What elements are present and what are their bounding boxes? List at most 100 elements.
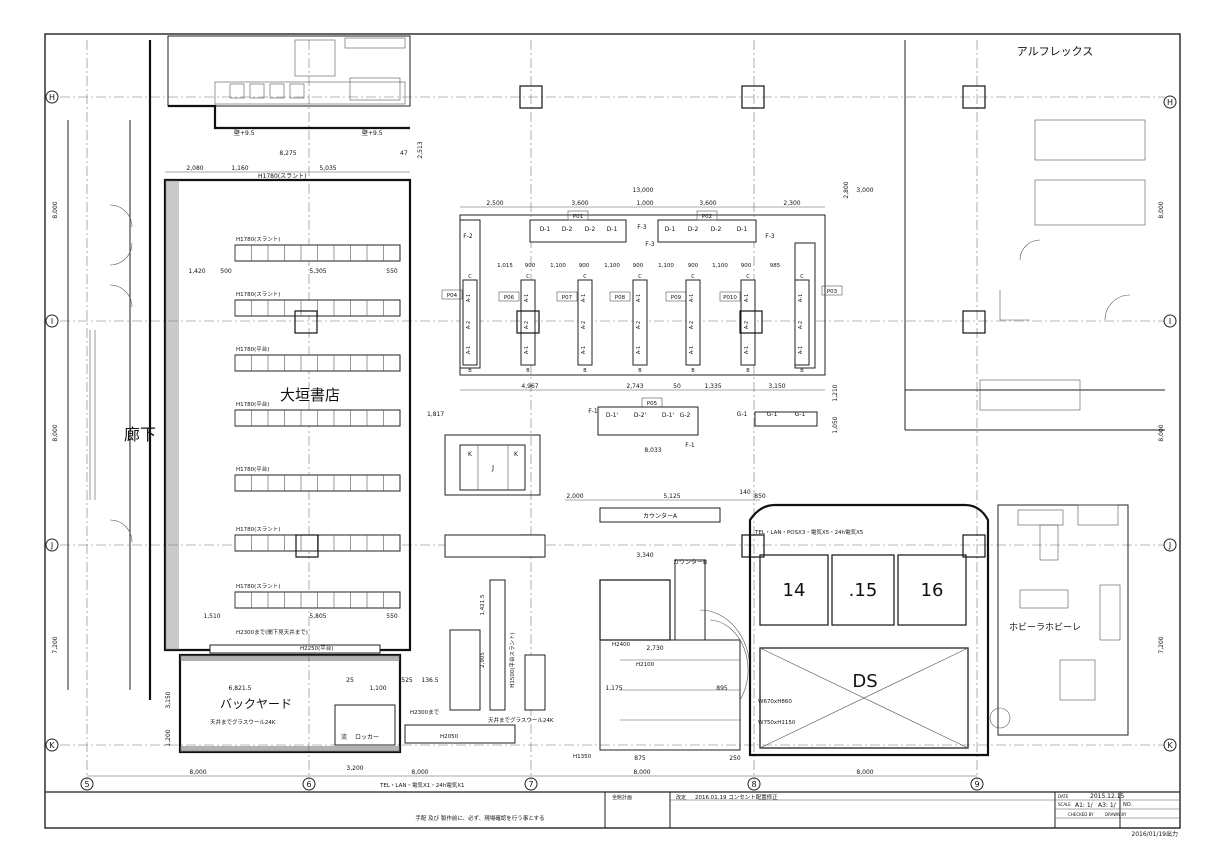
dim-left: 8,000 <box>52 201 59 218</box>
dim-lower: 1,175 <box>605 685 622 692</box>
lower-note: 2,905 <box>480 652 486 668</box>
gondola-code: A-1 <box>581 346 587 354</box>
gondola-code: A-1 <box>798 294 804 302</box>
grid-bubble-label: K <box>49 741 55 750</box>
fixture-tag-box <box>498 291 520 302</box>
dim-shelf-block: 3,600 <box>571 200 588 207</box>
grid-bubble-label: I <box>1169 317 1171 326</box>
title-revision-note: 2016.01.19 コンセント配置修正 <box>695 793 778 801</box>
fixture-code: F-1 <box>588 408 598 415</box>
fixture-tag: P02 <box>702 214 712 220</box>
grid-bubble-7: 7 <box>524 777 538 791</box>
gondola-dim: 1,015 <box>497 263 513 269</box>
gondola-column <box>794 279 810 366</box>
counter-note: W750xH1150 <box>758 720 796 726</box>
gondola-dim: 900 <box>741 263 752 269</box>
dim-bottom: 8,000 <box>856 769 873 776</box>
gondola-code: A-1 <box>636 346 642 354</box>
gondola-column <box>577 279 593 366</box>
grid-bubble-j: J <box>45 538 59 552</box>
shelf-dim: 550 <box>386 268 398 275</box>
shelf-rows: H1780(スラント) H1780(スラント) H1780(平台) H1780(平台)… <box>188 236 401 620</box>
gondola-dim: 985 <box>770 263 781 269</box>
dim-shelf-block: 2,500 <box>486 200 503 207</box>
gondola-code: A-1 <box>466 294 472 302</box>
fixture-code: D-1 <box>607 226 618 233</box>
backyard-note: H2300まで <box>410 709 440 716</box>
gondola-code: B <box>800 368 804 374</box>
gondola-dim: 900 <box>633 263 644 269</box>
grid-bubble-label: 9 <box>974 780 979 789</box>
fixture-code: D-1 <box>540 226 551 233</box>
lower-note: H1500(平台スラント) <box>508 632 516 687</box>
dim-mid: 1,335 <box>704 383 721 390</box>
structural-column <box>741 85 765 109</box>
dim-mid: 8,033 <box>644 447 661 454</box>
dim-right: 8,000 <box>1158 424 1165 441</box>
shelf-row-label: H1780(平台) <box>236 345 269 353</box>
fixture-g-row <box>754 411 818 427</box>
counter-note: W670xH860 <box>758 699 792 705</box>
dim-mid: 3,150 <box>768 383 785 390</box>
fixture-tag: P04 <box>447 293 458 299</box>
dim-lower: 2,730 <box>646 645 663 652</box>
hobby-hall <box>989 504 1129 736</box>
counter-note: H2400 <box>612 642 631 648</box>
shelf-row-label: H1780(平台) <box>236 400 269 408</box>
grid-bubble-label: J <box>50 541 53 550</box>
shelf-dim: 1,420 <box>188 268 205 275</box>
dim-shelf-block: 3,000 <box>856 187 873 194</box>
fixture-tag: P03 <box>827 289 838 295</box>
power-note-backyard: TEL・LAN・電気X1・24h電気X1 <box>379 781 465 789</box>
dim-lower: 5,125 <box>663 493 680 500</box>
fixture-code: D-2' <box>634 412 647 419</box>
gondola-dim: 1,100 <box>604 263 620 269</box>
alflex-area <box>904 40 1165 431</box>
shelf-row-label: H1780(平台) <box>236 465 269 473</box>
gondola-column <box>462 279 478 366</box>
grid-bubble-label: 7 <box>528 780 533 789</box>
fixture-code: G-1 <box>795 411 806 418</box>
shelf-dim: 5,305 <box>309 268 326 275</box>
shelf-row-label: H1780(スラント) <box>236 236 280 243</box>
gondola-dim: 900 <box>525 263 536 269</box>
gondola-code: C <box>691 274 695 280</box>
gondola-code: C <box>583 274 587 280</box>
fixture-tag-box <box>567 210 589 221</box>
structural-column <box>962 310 986 334</box>
gondola-dim: 1,100 <box>712 263 728 269</box>
backyard-note: 天井までグラスウール24K <box>488 716 554 724</box>
note-wall-right: 壁+9.5 <box>362 129 383 137</box>
gondola-code: B <box>468 368 472 374</box>
dim-1817: 1,817 <box>427 411 444 418</box>
fixture-code: D-2 <box>585 226 596 233</box>
dim-lower: 875 <box>634 755 646 762</box>
note-wall-left: 壁+9.5 <box>234 129 255 137</box>
dim-bottom: 8,000 <box>189 769 206 776</box>
grid-bubble-h: H <box>45 90 59 104</box>
gondola-dim: 1,100 <box>550 263 566 269</box>
shelf-dim: 550 <box>386 613 398 620</box>
grid-bubble-label: H <box>1167 98 1173 107</box>
gondola-code: C <box>800 274 804 280</box>
gondola-column <box>740 279 756 366</box>
grid-bubble-9: 9 <box>970 777 984 791</box>
grid-bubble-label: 6 <box>306 780 311 789</box>
fixture-code: D-1 <box>665 226 676 233</box>
fixture-k-label: K <box>468 451 473 458</box>
gondola-column <box>520 279 536 366</box>
grid-bubble-label: H <box>49 93 55 102</box>
room-14-label: 14 <box>783 580 806 601</box>
fixture-code: F-3 <box>637 224 647 231</box>
shelf-row-label: H1780(スラント) <box>236 583 280 590</box>
gondola-column <box>632 279 648 366</box>
fixture-code: G-1 <box>767 411 778 418</box>
dim-right: 7,200 <box>1158 636 1165 653</box>
dim-mid: 2,743 <box>626 383 643 390</box>
bookstore-label: 大垣書店 <box>280 386 340 404</box>
dim-bottom: 8,000 <box>633 769 650 776</box>
